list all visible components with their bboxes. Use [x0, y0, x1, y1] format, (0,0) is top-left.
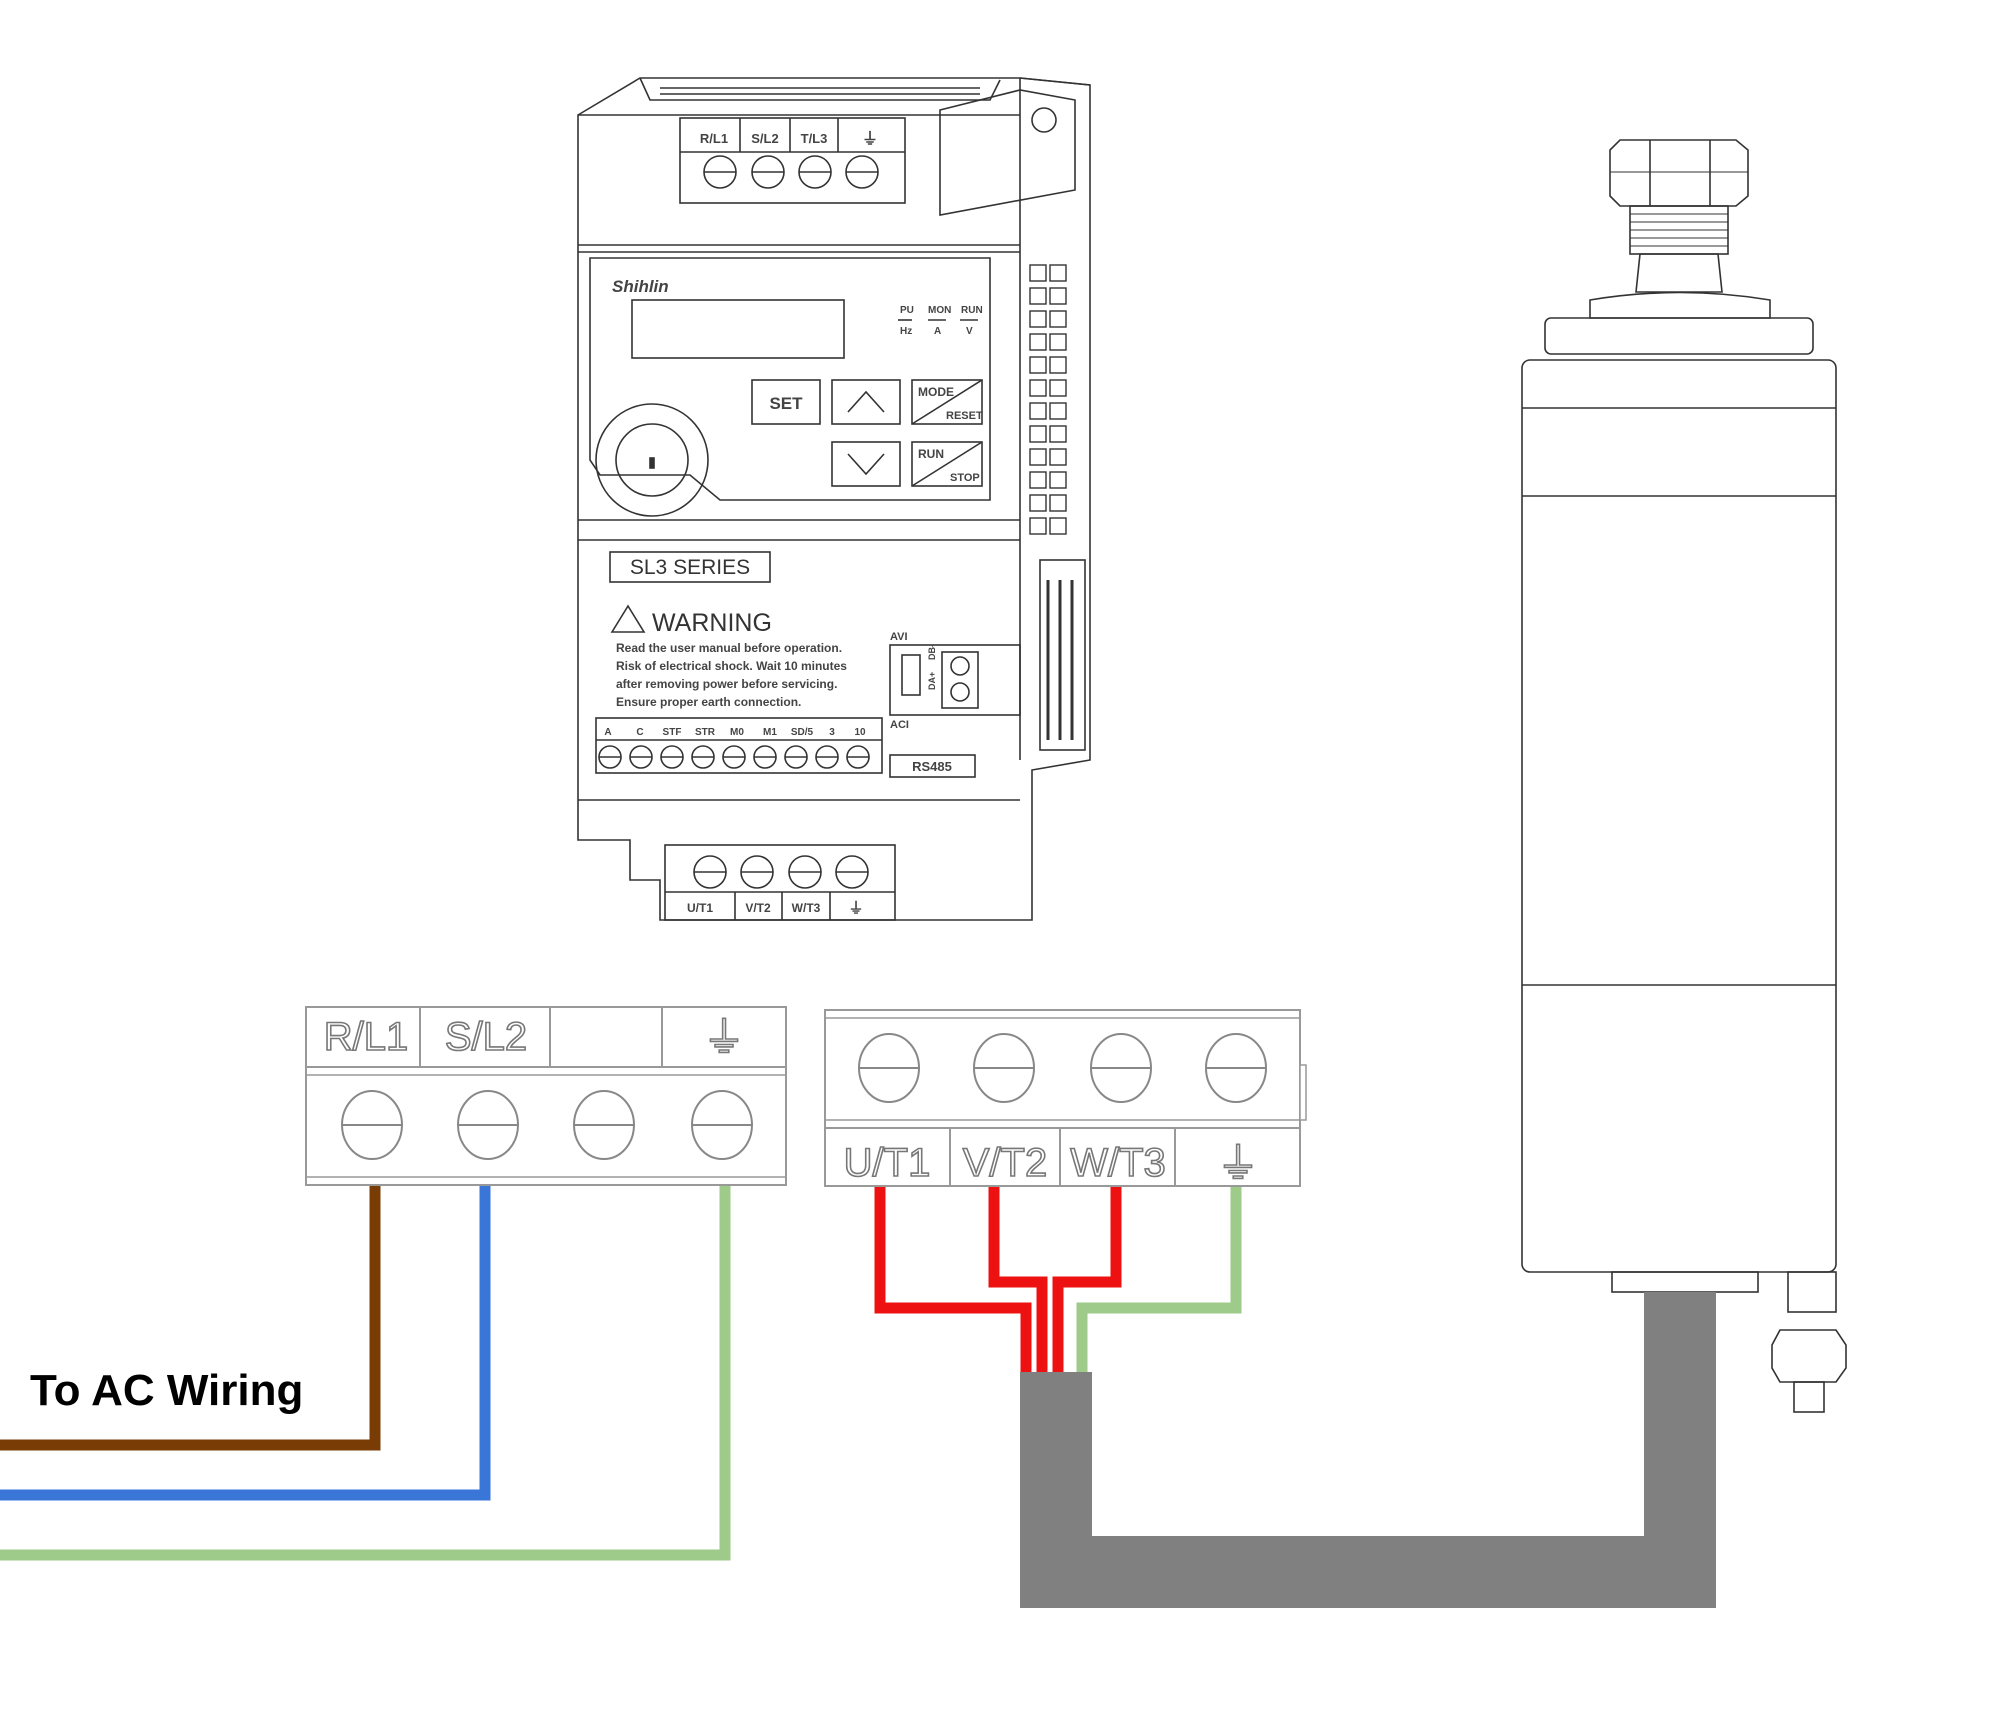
ctrl-label-str: STR — [695, 727, 716, 738]
wires — [0, 1180, 1716, 1608]
ctrl-label-m0: M0 — [730, 727, 744, 738]
bottom-screws — [693, 855, 869, 889]
indicator-hz: Hz — [900, 326, 912, 337]
side-vent-grid — [1029, 264, 1067, 535]
ac-wiring-caption: To AC Wiring — [30, 1366, 303, 1415]
dial-knob — [595, 403, 709, 517]
ctrl-label-stf: STF — [663, 727, 682, 738]
bottom-terminal-block — [664, 844, 896, 921]
ctrl-label-3: 3 — [829, 727, 835, 738]
ctrl-label-a: A — [604, 727, 611, 738]
input-label-rl1: R/L1 — [324, 1015, 409, 1059]
warning-title: WARNING — [652, 609, 772, 637]
db-minus-label: DB- — [927, 644, 937, 660]
side-label — [1039, 559, 1086, 751]
lcd-display — [631, 299, 845, 359]
indicator-pu: PU — [900, 305, 914, 316]
vfd-brand: Shihlin — [612, 277, 669, 296]
avi-aci-switch-area — [889, 644, 1021, 716]
bottom-term-label-1: U/T1 — [687, 901, 713, 915]
mode-button-shape[interactable] — [911, 379, 983, 425]
wire-red-v — [988, 1180, 1048, 1372]
output-terminal-block: U/T1 V/T2 W/T3 ⏚ — [824, 1009, 1307, 1188]
warning-triangle-icon — [610, 604, 646, 633]
da-plus-label: DA+ — [927, 672, 937, 690]
set-button-shape[interactable] — [751, 379, 821, 425]
output-ground-icon: ⏚ — [1217, 1140, 1259, 1187]
ctrl-label-sd5: SD/5 — [791, 727, 814, 738]
wire-red-u — [874, 1180, 1032, 1372]
spindle-flange — [1611, 1271, 1759, 1293]
indicator-v: V — [966, 326, 973, 337]
aci-label: ACI — [890, 719, 909, 731]
ctrl-label-c: C — [636, 727, 643, 738]
warning-line-4: Ensure proper earth connection. — [616, 695, 801, 709]
rs485-label: RS485 — [912, 759, 952, 774]
control-screws — [598, 745, 870, 769]
top-term-label-3: T/L3 — [801, 131, 828, 146]
input-terminal-block: R/L1 S/L2 ⏚ — [305, 1006, 787, 1186]
indicator-run: RUN — [961, 305, 983, 316]
reset-button-label[interactable]: RESET — [946, 410, 983, 422]
output-label-vt2: V/T2 — [963, 1141, 1047, 1185]
rs485-port — [889, 754, 976, 778]
vfd-texts: Shihlin R/L1 S/L2 T/L3 ⏚ PU MON RUN Hz A… — [604, 130, 983, 917]
set-button-label[interactable]: SET — [769, 394, 803, 413]
top-terminal-block — [679, 117, 906, 204]
mounting-hole — [1031, 107, 1057, 133]
top-term-label-2: S/L2 — [751, 131, 778, 146]
top-screws — [703, 155, 879, 189]
output-label-ut1: U/T1 — [844, 1141, 931, 1185]
vfd-unit — [577, 77, 1091, 921]
series-label-box — [609, 551, 771, 583]
avi-label: AVI — [890, 631, 908, 643]
top-ground-icon: ⏚ — [862, 130, 878, 148]
wire-green-ground-output — [1076, 1180, 1242, 1372]
stop-button-label[interactable]: STOP — [950, 472, 980, 484]
down-button-shape[interactable] — [831, 441, 901, 487]
front-panel — [589, 257, 991, 501]
series-label: SL3 SERIES — [630, 556, 750, 579]
wire-green-ground-input — [0, 1185, 731, 1561]
bottom-term-label-3: W/T3 — [792, 901, 821, 915]
mode-button-label[interactable]: MODE — [918, 385, 954, 399]
warning-line-1: Read the user manual before operation. — [616, 641, 842, 655]
ctrl-label-10: 10 — [854, 727, 866, 738]
indicator-mon: MON — [928, 305, 951, 316]
vfd-body-outline — [577, 77, 1091, 921]
bottom-term-label-2: V/T2 — [745, 901, 771, 915]
wire-blue — [0, 1185, 491, 1501]
wire-red-w — [1052, 1180, 1122, 1372]
warning-line-2: Risk of electrical shock. Wait 10 minute… — [616, 659, 847, 673]
input-ground-icon: ⏚ — [703, 1014, 745, 1061]
run-button-label[interactable]: RUN — [918, 447, 944, 461]
run-button-shape[interactable] — [911, 441, 983, 487]
ctrl-label-m1: M1 — [763, 727, 777, 738]
output-label-wt3: W/T3 — [1070, 1141, 1166, 1185]
bottom-ground-icon: ⏚ — [848, 900, 863, 917]
wire-brown — [0, 1185, 381, 1451]
indicator-a: A — [934, 326, 941, 337]
top-term-label-1: R/L1 — [700, 131, 728, 146]
spindle-cable — [1020, 1292, 1716, 1608]
up-button-shape[interactable] — [831, 379, 901, 425]
spindle-cap — [1544, 317, 1814, 355]
spindle-motor — [1521, 139, 1847, 1413]
input-label-sl2: S/L2 — [445, 1015, 527, 1059]
spindle-collar — [1635, 253, 1723, 293]
connector-nozzle — [1787, 1271, 1837, 1313]
control-terminal-strip — [595, 717, 883, 774]
spindle-nut — [1609, 139, 1749, 207]
warning-line-3: after removing power before servicing. — [616, 677, 837, 691]
side-bracket — [939, 89, 1076, 216]
